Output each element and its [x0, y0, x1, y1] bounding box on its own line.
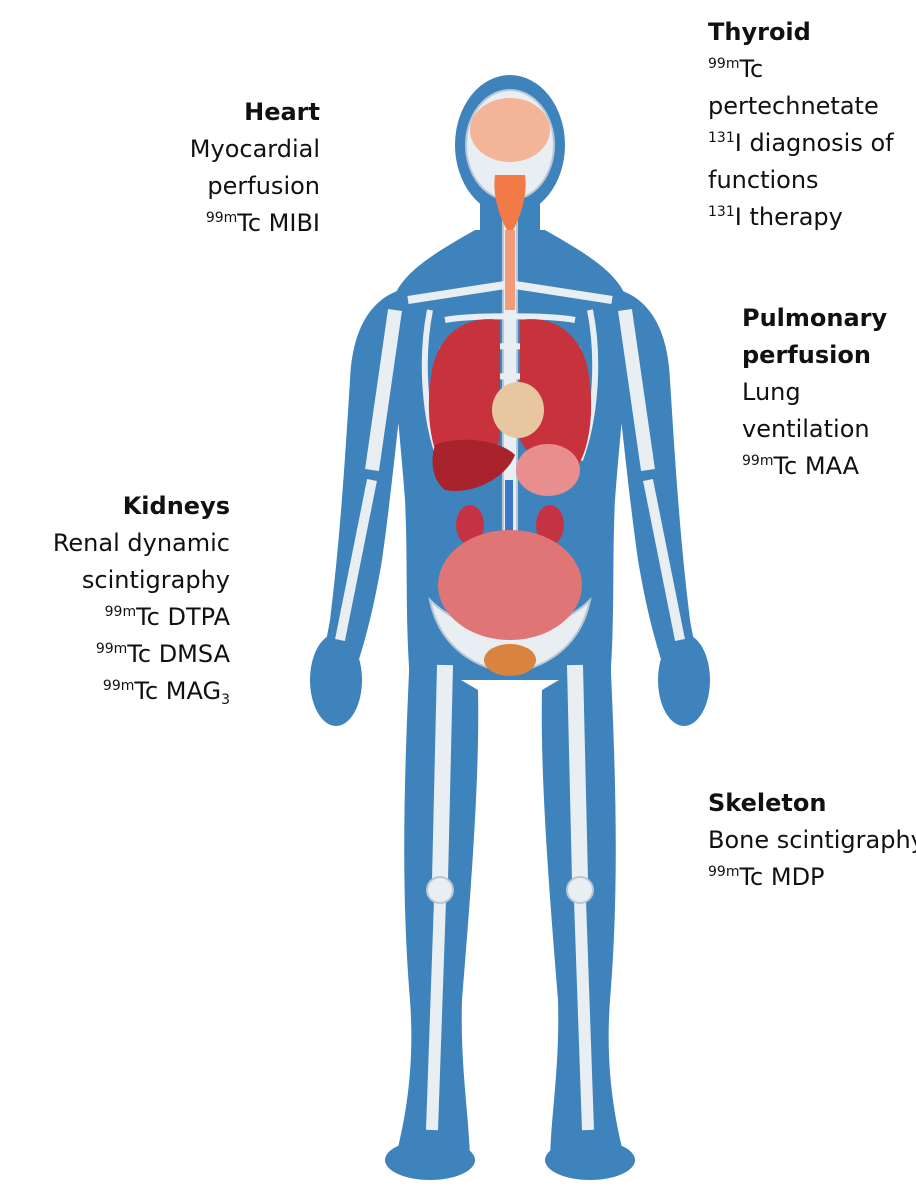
right-hand-silhouette — [658, 634, 710, 726]
left-kneecap — [427, 877, 453, 903]
label-heart-line: 99mTc MIBI — [140, 205, 320, 242]
left-femur — [440, 665, 445, 880]
heart — [492, 382, 544, 438]
label-thyroid-line: 131I diagnosis of — [708, 125, 916, 162]
right-foot-silhouette — [545, 1140, 635, 1180]
bladder — [484, 644, 536, 676]
label-thyroid-line: 99mTc — [708, 51, 916, 88]
label-kidneys-line: scintigraphy — [20, 562, 230, 599]
label-pulmonary-title: Pulmonary — [742, 304, 887, 332]
label-thyroid: Thyroid 99mTc pertechnetate 131I diagnos… — [708, 14, 916, 236]
label-kidneys-line: Renal dynamic — [20, 525, 230, 562]
label-thyroid-line: pertechnetate — [708, 88, 916, 125]
left-hand-silhouette — [310, 634, 362, 726]
label-skeleton: Skeleton Bone scintigraphy 99mTc MDP — [708, 785, 916, 896]
label-pulmonary-line: Lung — [742, 374, 916, 411]
label-thyroid-title: Thyroid — [708, 18, 811, 46]
label-thyroid-line: functions — [708, 162, 916, 199]
brain — [470, 98, 550, 162]
left-tibia — [432, 900, 440, 1130]
organs — [429, 98, 591, 676]
label-skeleton-line: Bone scintigraphy — [708, 822, 916, 859]
label-kidneys-title: Kidneys — [123, 492, 230, 520]
stomach — [516, 444, 580, 496]
label-pulmonary-line: 99mTc MAA — [742, 448, 916, 485]
left-foot-silhouette — [385, 1140, 475, 1180]
label-heart: Heart Myocardial perfusion 99mTc MIBI — [140, 94, 320, 242]
label-heart-line: perfusion — [140, 168, 320, 205]
label-heart-line: Myocardial — [140, 131, 320, 168]
label-skeleton-title: Skeleton — [708, 789, 826, 817]
label-pulmonary-line: ventilation — [742, 411, 916, 448]
label-pulmonary-title: perfusion — [742, 341, 871, 369]
label-skeleton-line: 99mTc MDP — [708, 859, 916, 896]
label-kidneys-line: 99mTc DTPA — [20, 599, 230, 636]
label-kidneys-line: 99mTc DMSA — [20, 636, 230, 673]
label-thyroid-line: 131I therapy — [708, 199, 916, 236]
intestines — [438, 530, 582, 640]
label-heart-title: Heart — [244, 98, 320, 126]
trachea — [505, 230, 515, 310]
right-femur — [575, 665, 580, 880]
label-kidneys-line: 99mTc MAG3 — [20, 673, 230, 710]
label-pulmonary: Pulmonary perfusion Lung ventilation 99m… — [742, 300, 916, 485]
right-tibia — [580, 900, 588, 1130]
right-kneecap — [567, 877, 593, 903]
label-kidneys: Kidneys Renal dynamic scintigraphy 99mTc… — [20, 488, 230, 710]
